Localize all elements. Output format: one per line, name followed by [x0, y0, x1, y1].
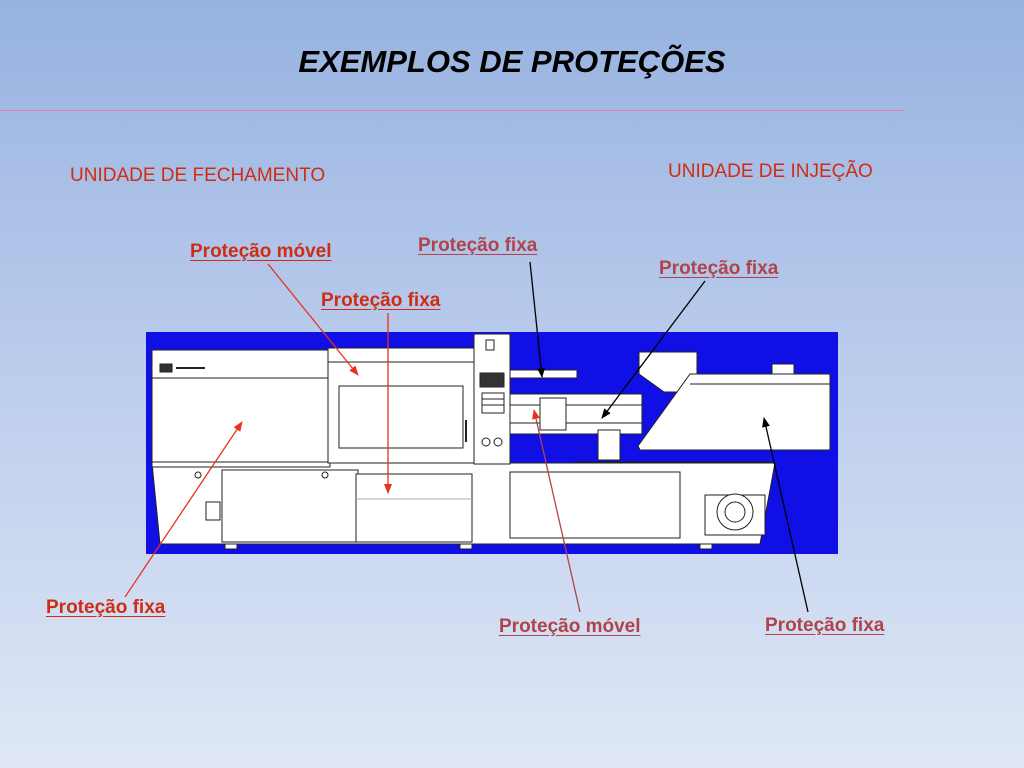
- arrow-movel-bottom: [532, 409, 581, 613]
- machine-illustration: [146, 332, 838, 554]
- callout-protecao-fixa-bottom-left: Proteção fixa: [46, 597, 166, 618]
- callout-protecao-fixa-mid: Proteção fixa: [321, 290, 441, 311]
- arrow-fixa-top: [529, 261, 546, 378]
- arrow-movel-top: [267, 263, 359, 376]
- section-label-clamping-unit: UNIDADE DE FECHAMENTO: [70, 165, 326, 186]
- arrow-fixa-bottom-left: [124, 421, 243, 598]
- clamping-fixed-guard: [151, 349, 331, 464]
- title-divider: [0, 110, 905, 111]
- callout-arrows: [124, 261, 809, 613]
- callout-protecao-fixa-bottom-right: Proteção fixa: [765, 615, 885, 636]
- callout-protecao-movel-top: Proteção móvel: [190, 241, 332, 262]
- callout-protecao-fixa-top: Proteção fixa: [418, 235, 538, 256]
- callout-protecao-movel-bottom: Proteção móvel: [499, 616, 641, 637]
- page-title: EXEMPLOS DE PROTEÇÕES: [298, 44, 726, 79]
- section-label-injection-unit: UNIDADE DE INJEÇÃO: [668, 161, 873, 182]
- top-fixed-guard-bar: [509, 369, 578, 379]
- arrow-fixa-right: [601, 280, 706, 419]
- lower-fixed-guard-panel: [355, 473, 473, 543]
- callout-protecao-fixa-right: Proteção fixa: [659, 258, 779, 279]
- arrow-fixa-bottom-right: [762, 417, 809, 613]
- injection-fixed-guard: [637, 373, 831, 451]
